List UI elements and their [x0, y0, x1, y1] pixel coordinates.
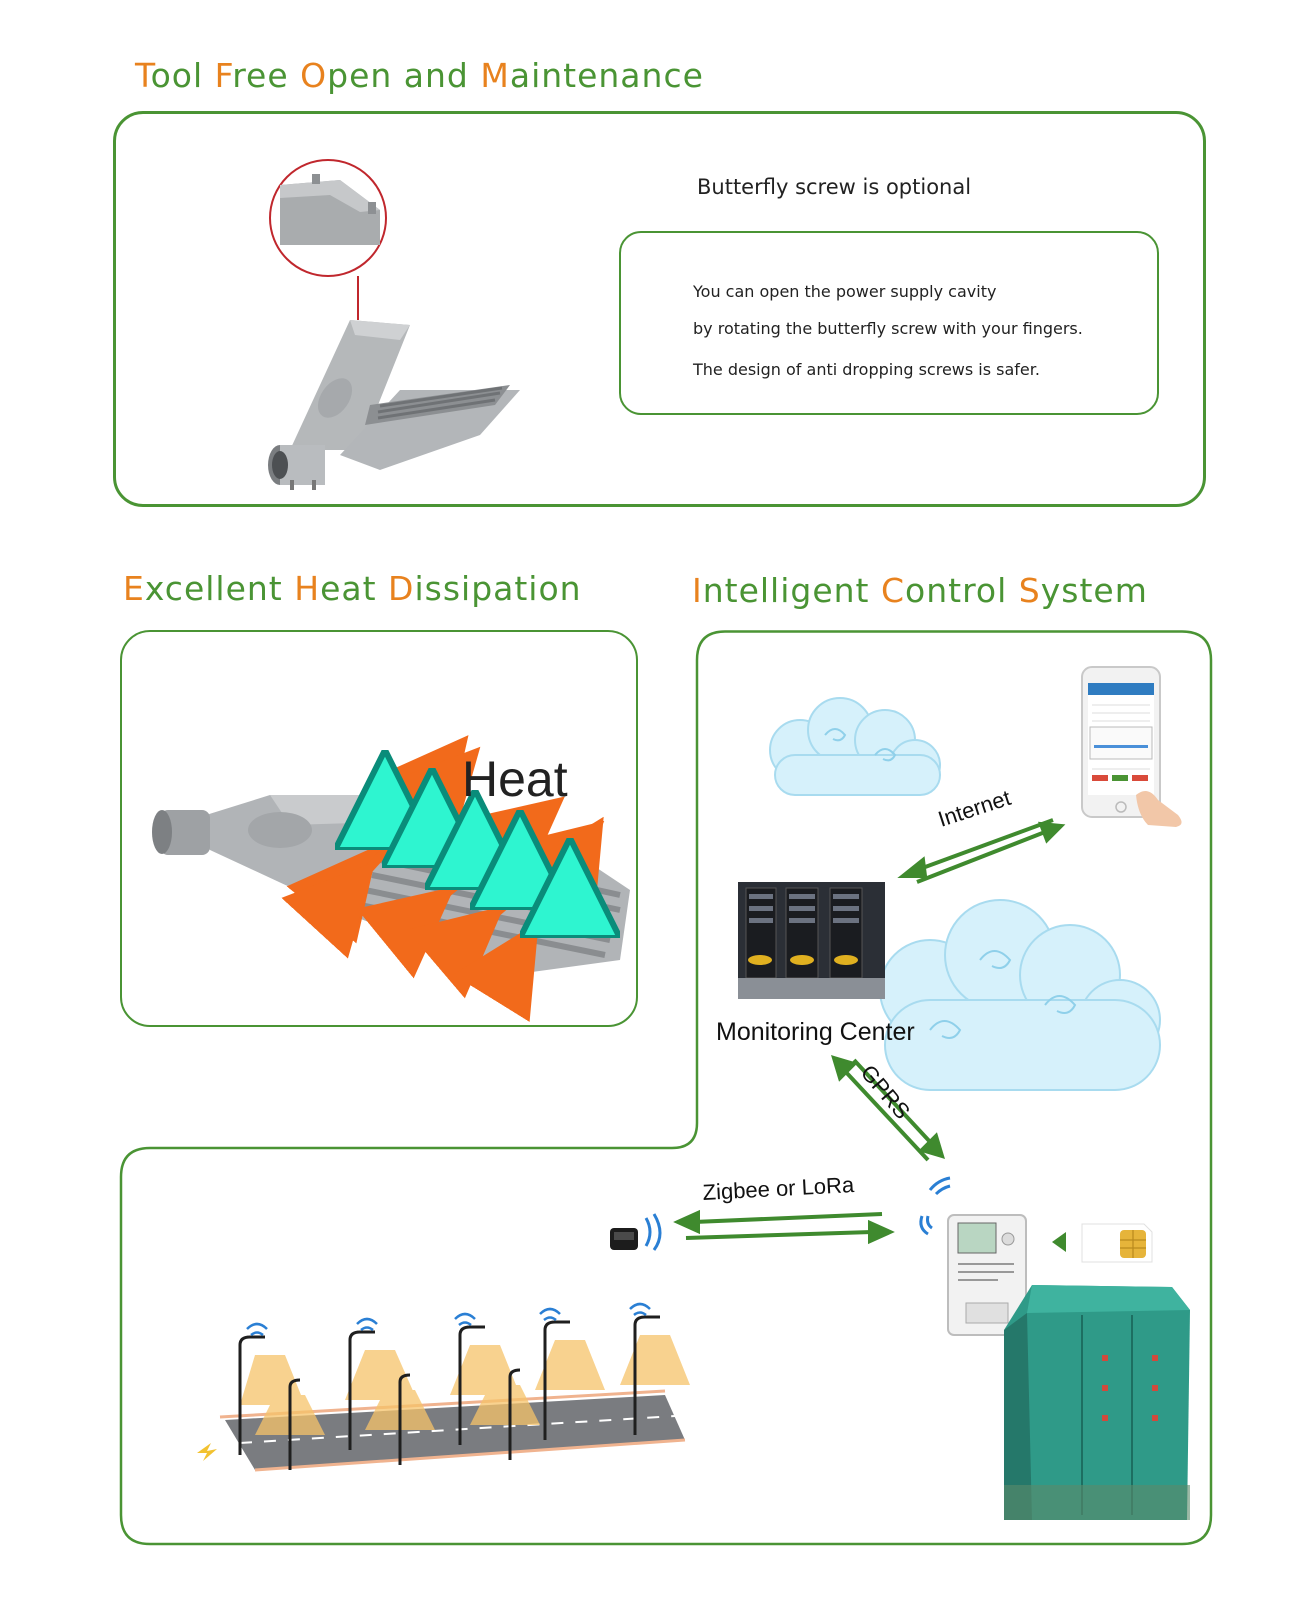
- title-segment: S: [1018, 571, 1041, 610]
- title-segment: M: [480, 56, 510, 95]
- title-segment: I: [692, 571, 703, 610]
- internet-link-arrows: [897, 818, 1066, 884]
- title-segment: H: [294, 569, 321, 608]
- monitoring-center-label: Monitoring Center: [716, 1018, 915, 1046]
- title-segment: T: [135, 56, 151, 95]
- title-segment: ntelligent: [702, 571, 881, 610]
- info-line-2: by rotating the butterfly screw with you…: [693, 319, 1083, 338]
- title-segment: D: [388, 569, 415, 608]
- concentrator-meter: [947, 1214, 1027, 1336]
- tool-free-panel: [113, 111, 1206, 507]
- heat-label: Heat: [462, 751, 568, 807]
- butterfly-subtitle: Butterfly screw is optional: [697, 175, 972, 199]
- title-segment: O: [300, 56, 328, 95]
- section-title-tool-free: Tool Free Open and Maintenance: [135, 56, 704, 95]
- info-line-1: You can open the power supply cavity: [693, 282, 997, 301]
- gprs-link-arrows: [831, 1055, 945, 1162]
- title-segment: F: [214, 56, 233, 95]
- zigbee-link-arrows: [673, 1209, 895, 1245]
- title-segment: xcellent: [144, 569, 295, 608]
- server-room-image: [738, 882, 885, 999]
- smartphone-app-icon[interactable]: [1078, 665, 1188, 830]
- section-title-heat-dissipation: Excellent Heat Dissipation: [123, 569, 582, 608]
- sim-card-icon: [1052, 1223, 1153, 1263]
- concentrator-signal-icon: [919, 1176, 951, 1236]
- title-segment: C: [881, 571, 906, 610]
- title-segment: ool: [150, 56, 215, 95]
- smart-streetlight-road: [197, 1302, 690, 1472]
- heat-dissipation-illustration: [152, 735, 630, 1022]
- heat-dissipation-panel: [120, 630, 638, 1027]
- butterfly-info-box: [619, 231, 1159, 415]
- section-title-intelligent-control: Intelligent Control System: [692, 571, 1148, 610]
- title-segment: aintenance: [509, 56, 704, 95]
- title-segment: eat: [320, 569, 389, 608]
- transformer-cabinet: [1004, 1285, 1190, 1520]
- control-system-panel: [119, 630, 1213, 1546]
- luminaire-open-illustration: [268, 159, 520, 490]
- small-cloud: [769, 697, 941, 796]
- info-line-3: The design of anti dropping screws is sa…: [693, 360, 1040, 379]
- lamp-controller-node: [610, 1213, 662, 1251]
- title-segment: ontrol: [905, 571, 1019, 610]
- title-segment: E: [123, 569, 145, 608]
- title-segment: issipation: [414, 569, 582, 608]
- title-segment: ree: [232, 56, 301, 95]
- title-segment: ystem: [1040, 571, 1148, 610]
- title-segment: pen and: [327, 56, 481, 95]
- large-cloud: [879, 899, 1161, 1091]
